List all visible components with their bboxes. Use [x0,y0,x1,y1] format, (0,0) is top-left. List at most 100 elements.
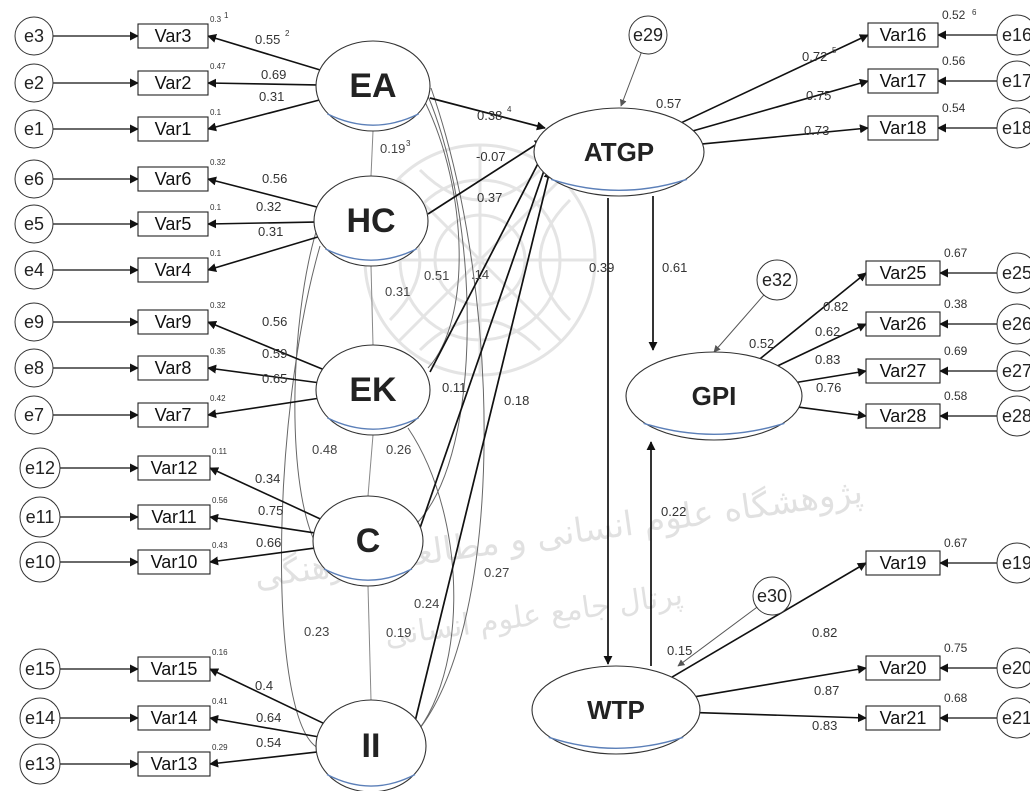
observed-var7-box [137,402,209,428]
loading-label-var8: 0.59 [262,346,287,361]
observed-var10-r2: 0.43 [212,541,228,550]
latent-ii-label: II [362,727,381,765]
observed-var2-label: Var2 [155,73,192,93]
observed-var21-box [865,705,941,731]
loading-label-var14: 0.64 [256,710,281,725]
error-e1-circle [14,109,54,149]
loading-label-var5: 0.32 [256,199,281,214]
path-label-atgp-gpi: 0.61 [662,260,687,275]
loading-arrow-hc-var5 [207,219,315,229]
observed-var5-r2: 0.1 [210,203,222,212]
observed-var4-r2: 0.1 [210,249,222,258]
path-label-atgp-wtp: 0.39 [589,260,614,275]
loading-arrow-hc-var4 [207,236,318,272]
loading-label-var9: 0.56 [262,314,287,329]
error-e5-label: e5 [24,214,44,234]
observed-var27-box [865,358,941,384]
path-sup-ea-atgp: 4 [507,105,512,114]
observed-var20-label: Var20 [880,658,927,678]
observed-var11-r2: 0.56 [212,496,228,505]
error-e32-label: e32 [762,270,792,290]
loading-label-var16: 0.72 [802,49,827,64]
loading-label-var25: 0.82 [823,299,848,314]
error-e8-label: e8 [24,358,44,378]
path-arrow-ii-atgp [409,169,553,743]
observed-var12-label: Var12 [151,458,198,478]
observed-var9-r2: 0.32 [210,301,226,310]
error-e29-label: e29 [633,25,663,45]
latent-ea-accent [327,113,419,126]
loading-label-var2: 0.69 [261,67,286,82]
observed-var19-r2: 0.67 [944,536,968,550]
error-e16-label: e16 [1002,25,1030,45]
correlation-line-ek-c [367,434,374,497]
loading-arrow-wtp-var21 [699,711,867,723]
loading-arrow-ek-var7 [207,397,318,419]
error-e29-circle [628,15,668,55]
observed-var10-box [137,549,211,575]
loading-arrow-ii-var15 [209,668,324,724]
loading-label-var7: 0.65 [262,371,287,386]
path-label-hc-atgp: -0.07 [476,149,506,164]
correlation-curve-ek-ii [401,427,455,749]
observed-var18-r2: 0.54 [942,101,966,115]
error-e12-circle [19,447,61,489]
observed-var16-box [867,22,939,48]
error-e7-circle [14,395,54,435]
error-e21-circle [996,697,1030,739]
observed-var26-label: Var26 [880,314,927,334]
path-label-wtp-gpi: 0.22 [661,504,686,519]
loading-arrow-ii-var13 [209,751,317,768]
latent-atgp-accent [550,178,688,191]
observed-var10-label: Var10 [151,552,198,572]
loading-label-var18: 0.73 [804,123,829,138]
error-e14-label: e14 [25,708,55,728]
correlation-line-c-ii [367,585,372,701]
observed-var5-box [137,211,209,237]
observed-var14-box [137,705,211,731]
edges-layer [53,30,997,769]
latent-ii-ellipse [315,699,427,791]
observed-var18-label: Var18 [880,118,927,138]
correlation-label-hc-ek: 0.31 [385,284,410,299]
loading-label-var10: 0.66 [256,535,281,550]
latent-gpi-accent [643,422,785,435]
correlation-line-hc-ek [370,265,374,346]
path-arrow-ea-atgp [429,97,546,131]
loading-arrow-atgp-var16 [681,34,869,124]
observed-var17-box [867,68,939,94]
observed-var9-label: Var9 [155,312,192,332]
loading-arrow-wtp-var20 [695,664,867,698]
loading-arrow-gpi-var25 [759,272,867,360]
correlation-curve-ea-ii [409,87,485,741]
latent-hc-label: HC [346,202,395,240]
latent-ek-ellipse [315,344,431,436]
latent-c-ellipse [312,495,424,587]
error-e15-circle [19,648,61,690]
path-arrow-hc-atgp [427,139,544,215]
observed-var15-r2: 0.16 [212,648,228,657]
error-e13-circle [19,743,61,785]
loading-arrow-ek-var8 [207,364,317,384]
nodes-layer [14,14,1030,791]
observed-var14-r2: 0.41 [212,697,228,706]
observed-var25-label: Var25 [880,263,927,283]
observed-var7-r2: 0.42 [210,394,226,403]
path-label-c-atgp: 0.11 [442,380,466,395]
watermark-line-2: پرتال جامع علوم انسانی [383,577,685,653]
correlation-line-ea-hc [370,130,374,177]
observed-var9-box [137,309,209,335]
observed-var25-box [865,260,941,286]
loading-arrow-gpi-var28 [798,406,867,420]
error-e9-circle [14,302,54,342]
loading-arrow-ea-var2 [207,78,317,88]
latent-ea-label: EA [349,67,396,105]
error-e17-circle [996,60,1030,102]
loading-label-var13: 0.54 [256,735,281,750]
correlation-label-hc-ii: 0.23 [304,624,329,639]
error-e3-label: e3 [24,26,44,46]
observed-var28-r2: 0.58 [944,389,968,403]
latent-c-accent [323,568,413,581]
error-e11-circle [19,496,61,538]
observed-var19-box [865,550,941,576]
